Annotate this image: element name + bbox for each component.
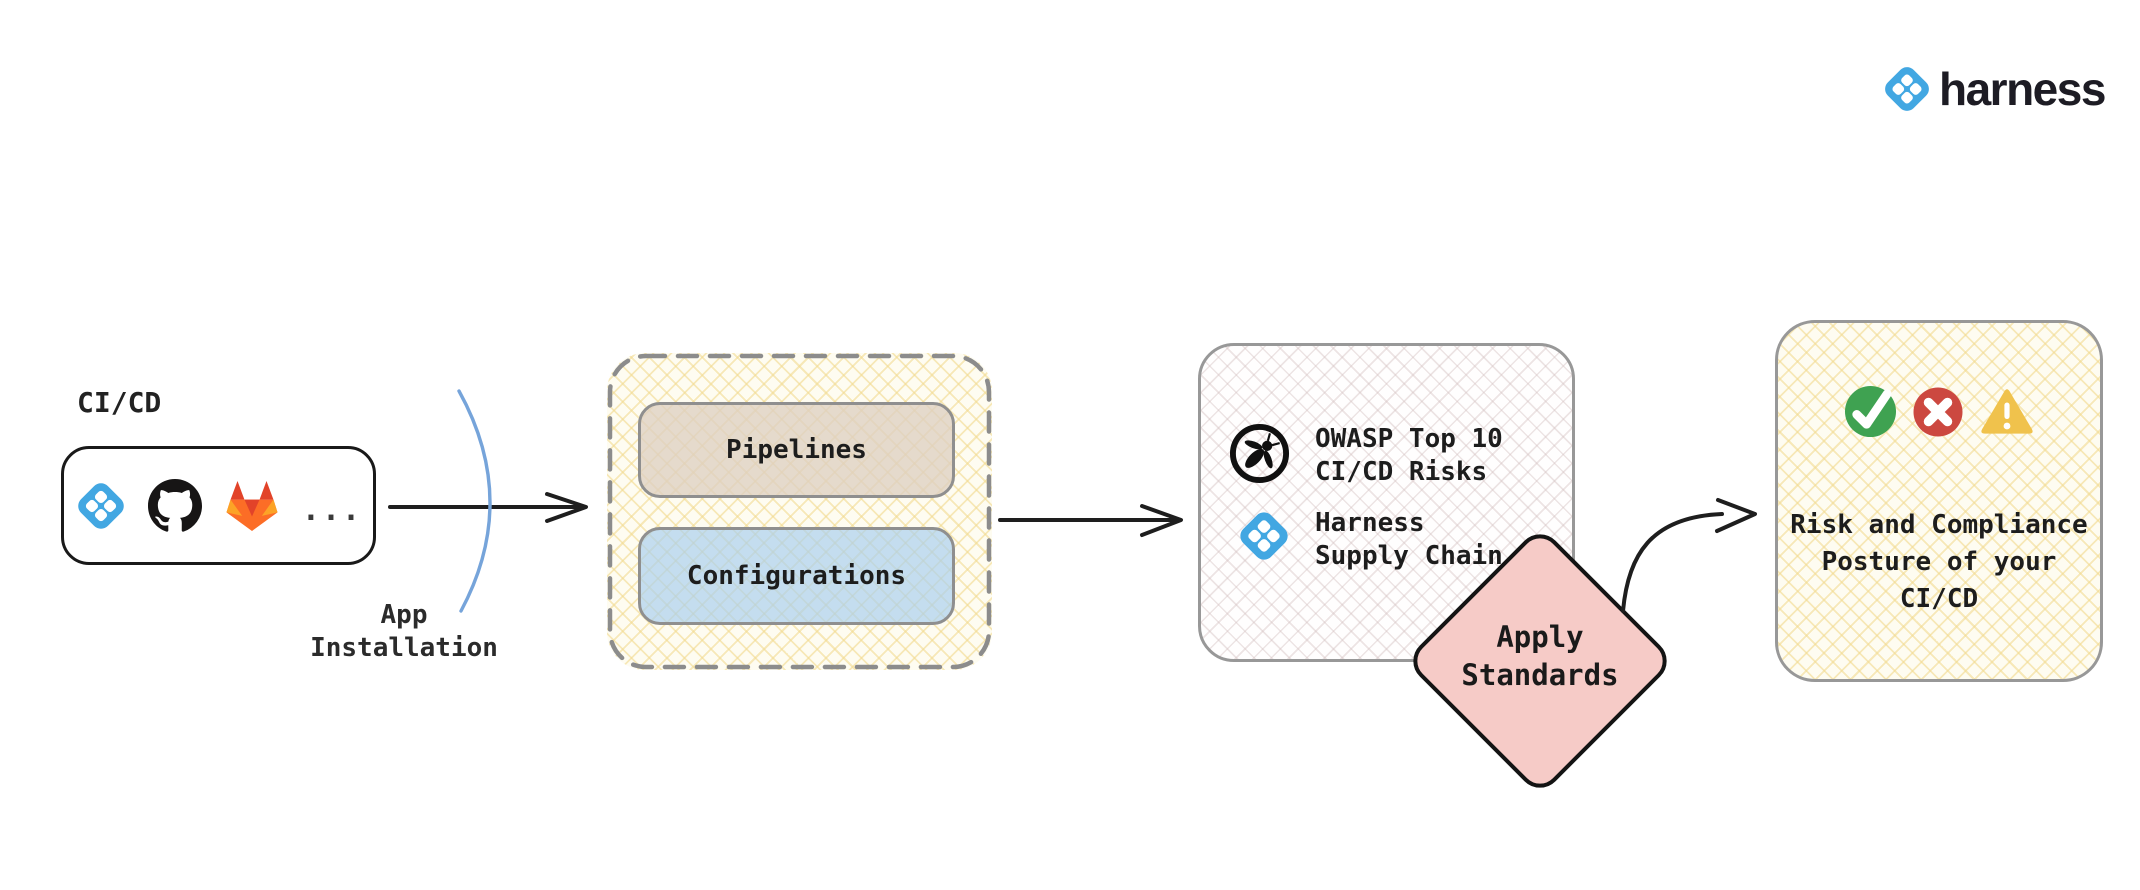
- result-label: Risk and Compliance Posture of your CI/C…: [1778, 507, 2100, 618]
- harness-brand-logo: harness: [1882, 63, 2106, 115]
- result-box: Risk and Compliance Posture of your CI/C…: [1775, 320, 2103, 682]
- harness-supply-chain-label: Harness Supply Chain: [1315, 507, 1503, 573]
- app-installation-line1: App: [380, 600, 428, 630]
- pipelines-label: Pipelines: [726, 435, 867, 465]
- harness-logo-icon: [1885, 67, 1929, 111]
- harness-icon: [78, 482, 124, 529]
- app-installation-line2: Installation: [310, 633, 498, 663]
- configurations-label: Configurations: [686, 561, 907, 591]
- pipelines-box: Pipelines: [638, 402, 955, 498]
- owasp-label: OWASP Top 10 CI/CD Risks: [1315, 423, 1503, 489]
- result-status-icons: [1778, 385, 2100, 438]
- apply-standards-line1: Apply: [1496, 620, 1584, 654]
- cicd-sources-box: ...: [61, 446, 376, 565]
- apply-standards-label: Apply Standards: [1415, 618, 1665, 694]
- harness-supply-chain-line1: Harness: [1315, 508, 1425, 538]
- app-installation-arc: [457, 389, 492, 613]
- cicd-label: CI/CD: [77, 386, 162, 419]
- harness-supply-chain-icon: [1240, 512, 1288, 560]
- owasp-label-line2: CI/CD Risks: [1315, 457, 1488, 487]
- collector-box: Pipelines Configurations: [607, 353, 992, 670]
- result-line2: Posture of your: [1821, 547, 2057, 577]
- collector-dashed-border: [607, 353, 992, 670]
- apply-standards-line2: Standards: [1461, 658, 1619, 692]
- harness-wordmark: harness: [1939, 63, 2106, 115]
- github-icon: [147, 478, 202, 532]
- flow-arrow-sources-to-collector: [388, 492, 588, 523]
- flow-arrow-collector-to-standards: [998, 504, 1183, 537]
- result-line3: CI/CD: [1899, 584, 1979, 614]
- warning-icon: [1980, 388, 2033, 434]
- more-sources-ellipsis: ...: [301, 493, 363, 528]
- harness-supply-chain-line2: Supply Chain: [1315, 541, 1503, 571]
- check-icon: [1844, 385, 1896, 438]
- configurations-box: Configurations: [638, 527, 955, 625]
- flow-arrow-standards-to-result: [1621, 498, 1757, 613]
- owasp-icon: [1229, 423, 1290, 484]
- cross-icon: [1913, 387, 1962, 436]
- app-installation-label: App Installation: [298, 599, 510, 665]
- gitlab-icon: [226, 480, 278, 531]
- result-line1: Risk and Compliance: [1790, 510, 2088, 540]
- owasp-label-line1: OWASP Top 10: [1315, 424, 1503, 454]
